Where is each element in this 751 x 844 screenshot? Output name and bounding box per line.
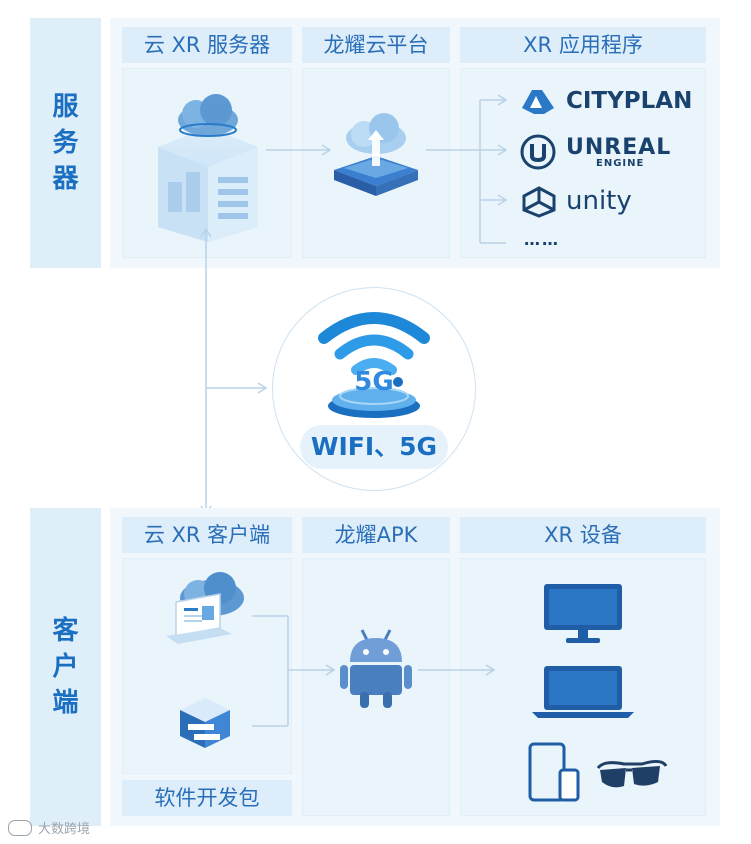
client-label-char-3: 端 xyxy=(52,688,79,718)
client-col3-title: XR 设备 xyxy=(460,517,706,553)
watermark-text: 大数跨境 xyxy=(38,822,91,837)
unity-logo-icon xyxy=(522,186,556,218)
wifi-5g-icon: 5G xyxy=(318,312,430,418)
sdk-package-icon xyxy=(180,698,230,748)
watermark-logo-icon xyxy=(8,819,32,836)
network-label-pill xyxy=(300,425,448,469)
vr-glasses-device-icon xyxy=(596,759,668,788)
badge-5g-text: 5G xyxy=(354,367,393,397)
cloud-platform-icon xyxy=(334,113,418,196)
client-label-char-2: 户 xyxy=(52,652,79,682)
client-label-char-1: 客 xyxy=(52,616,79,646)
unreal-engine-logo-icon xyxy=(520,134,556,170)
app-name-unity: unity xyxy=(566,186,632,216)
tablet-phone-device-icon xyxy=(528,742,580,802)
cloud-server-icon xyxy=(158,94,258,242)
server-label-char-3: 器 xyxy=(52,164,79,194)
network-label: WIFI、5G xyxy=(310,432,438,461)
watermark: 大数跨境 xyxy=(8,818,90,837)
client-col1-title: 云 XR 客户端 xyxy=(122,517,292,553)
server-col1-title: 云 XR 服务器 xyxy=(122,27,292,63)
client-col2-title: 龙耀APK xyxy=(302,517,450,553)
app-more: …… xyxy=(524,230,560,249)
server-label-char-1: 服 xyxy=(52,92,79,122)
cloud-client-laptop-icon xyxy=(166,572,244,644)
server-col2-title: 龙耀云平台 xyxy=(302,27,450,63)
app-name-unreal: UNREAL xyxy=(566,135,672,160)
sdk-label: 软件开发包 xyxy=(122,780,292,816)
app-name-unreal-sub: ENGINE xyxy=(596,158,645,169)
server-col3-title: XR 应用程序 xyxy=(460,27,706,63)
monitor-device-icon xyxy=(544,584,622,643)
cityplan-logo-icon xyxy=(522,90,554,114)
app-name-cityplan: CITYPLAN xyxy=(566,88,693,114)
laptop-device-icon xyxy=(532,666,634,718)
client-side-label: 客 户 端 xyxy=(30,508,101,826)
server-side-label: 服 务 器 xyxy=(30,18,101,268)
android-apk-icon xyxy=(340,629,412,708)
server-label-char-2: 务 xyxy=(52,128,79,158)
